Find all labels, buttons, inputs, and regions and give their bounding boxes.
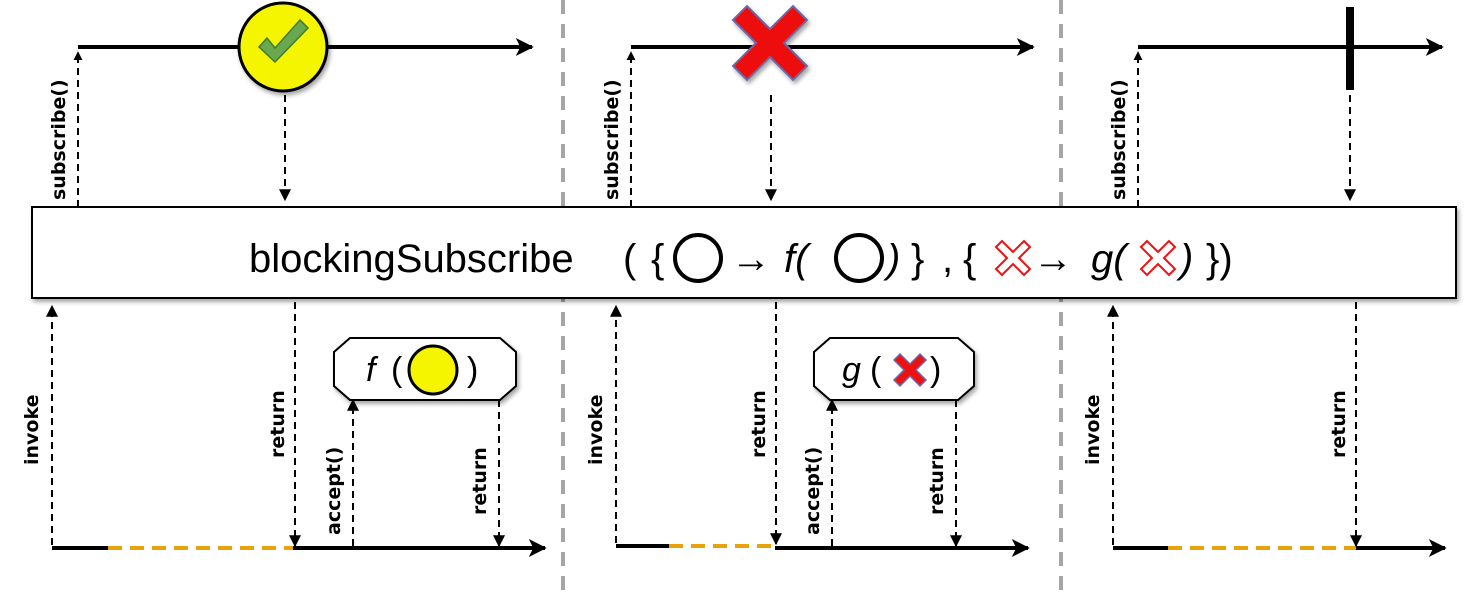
callback-box-g [813, 337, 975, 401]
accept-label: accept() [802, 447, 824, 535]
subscribe-label: subscribe() [48, 79, 70, 200]
callback-f-paren-open: ( [391, 351, 403, 389]
invoke-label: invoke [1082, 395, 1104, 466]
subscribe-label: subscribe() [601, 79, 623, 200]
return-label: return [748, 390, 770, 458]
yellow-item-icon [407, 344, 459, 396]
panel-error: subscribe() invoke return accept() retur… [585, 4, 1035, 557]
invoke-label: invoke [21, 395, 43, 466]
item-circle-icon [834, 233, 884, 283]
banner-brace-close-1: } [911, 237, 924, 281]
callback-return-label: return [469, 447, 491, 515]
return-label: return [267, 390, 289, 458]
banner-arrow-2: → [1033, 237, 1073, 281]
banner-close-g: ) [1176, 237, 1193, 281]
invoke-label: invoke [585, 395, 607, 466]
banner-brace-open-1: { [651, 237, 664, 281]
callback-g-paren-open: ( [870, 351, 882, 389]
callback-f-paren-close: ) [467, 351, 478, 389]
banner-method: blockingSubscribe [249, 237, 574, 281]
accept-label: accept() [323, 447, 345, 535]
banner-open-paren: ( [623, 237, 637, 281]
error-x-outline-icon [1139, 239, 1177, 277]
banner-func-f: f( [784, 237, 812, 281]
panel-complete: subscribe() invoke return [1082, 7, 1447, 557]
callback-return-label: return [926, 447, 948, 515]
success-item-icon [237, 1, 329, 93]
operator-banner: blockingSubscribe ( { → f( ) } , { → g( … [31, 206, 1457, 299]
return-label: return [1328, 390, 1350, 458]
banner-brace-close-2: }) [1206, 237, 1233, 281]
subscribe-label: subscribe() [1108, 79, 1130, 200]
banner-comma: , [942, 237, 953, 281]
panel-success: subscribe() invoke return accept() retur… [21, 1, 547, 557]
error-x-icon [731, 4, 809, 82]
callback-g-paren-close: ) [930, 351, 941, 389]
error-x-small-icon [892, 352, 928, 388]
banner-brace-open-2: { [963, 237, 976, 281]
banner-arrow-1: → [731, 237, 771, 281]
callback-g-name: g [842, 351, 861, 389]
error-x-outline-icon [994, 239, 1032, 277]
item-circle-icon [673, 233, 723, 283]
banner-close-f: ) [883, 237, 900, 281]
banner-func-g: g( [1091, 237, 1130, 281]
